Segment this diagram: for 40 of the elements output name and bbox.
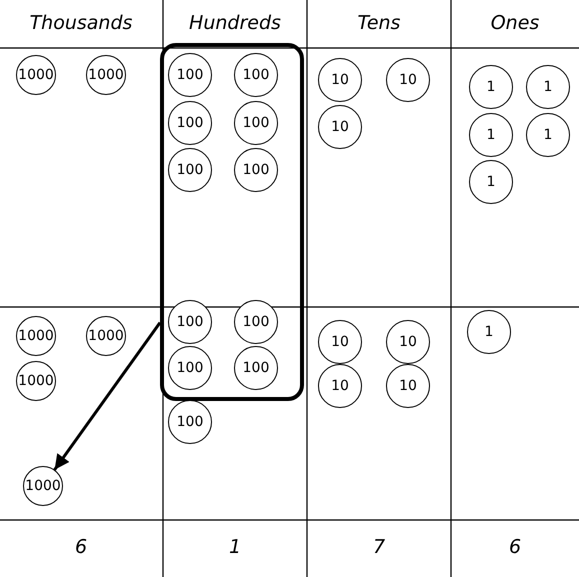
counter-circle: 100	[234, 300, 278, 344]
counter-circle: 100	[234, 148, 278, 192]
counter-circle: 1000	[16, 55, 56, 95]
column-header: Tens	[358, 12, 400, 34]
counter-circle: 10	[318, 364, 362, 408]
counter-circle: 1	[526, 113, 570, 157]
counter-circle: 10	[386, 58, 430, 102]
counter-circle: 100	[168, 101, 212, 145]
counter-circle: 10	[318, 58, 362, 102]
counter-circle: 10	[386, 364, 430, 408]
counter-circle: 100	[168, 300, 212, 344]
counter-circle: 1000	[16, 316, 56, 356]
counter-circle: 100	[234, 346, 278, 390]
column-header: Hundreds	[189, 12, 281, 34]
column-header: Thousands	[30, 12, 132, 34]
group-outline	[160, 43, 304, 401]
counter-circle: 1	[469, 113, 513, 157]
counter-circle: 1	[526, 65, 570, 109]
counter-circle: 1000	[86, 55, 126, 95]
counter-circle: 1000	[23, 466, 63, 506]
counter-circle: 100	[168, 148, 212, 192]
arrow	[53, 322, 162, 471]
place-value-digit: 6	[74, 536, 88, 558]
counter-circle: 1000	[86, 316, 126, 356]
column-header: Ones	[490, 12, 540, 34]
place-value-digit: 7	[372, 536, 386, 558]
counter-circle: 10	[318, 320, 362, 364]
counter-circle: 100	[234, 53, 278, 97]
counter-circle: 100	[168, 346, 212, 390]
counter-circle: 1000	[16, 361, 56, 401]
counter-circle: 10	[318, 105, 362, 149]
counter-circle: 100	[234, 101, 278, 145]
place-value-digit: 1	[228, 536, 242, 558]
counter-circle: 1	[469, 160, 513, 204]
counter-circle: 1	[469, 65, 513, 109]
counter-circle: 100	[168, 53, 212, 97]
place-value-digit: 6	[508, 536, 522, 558]
counter-circle: 100	[168, 400, 212, 444]
counter-circle: 10	[386, 320, 430, 364]
counter-circle: 1	[467, 310, 511, 354]
